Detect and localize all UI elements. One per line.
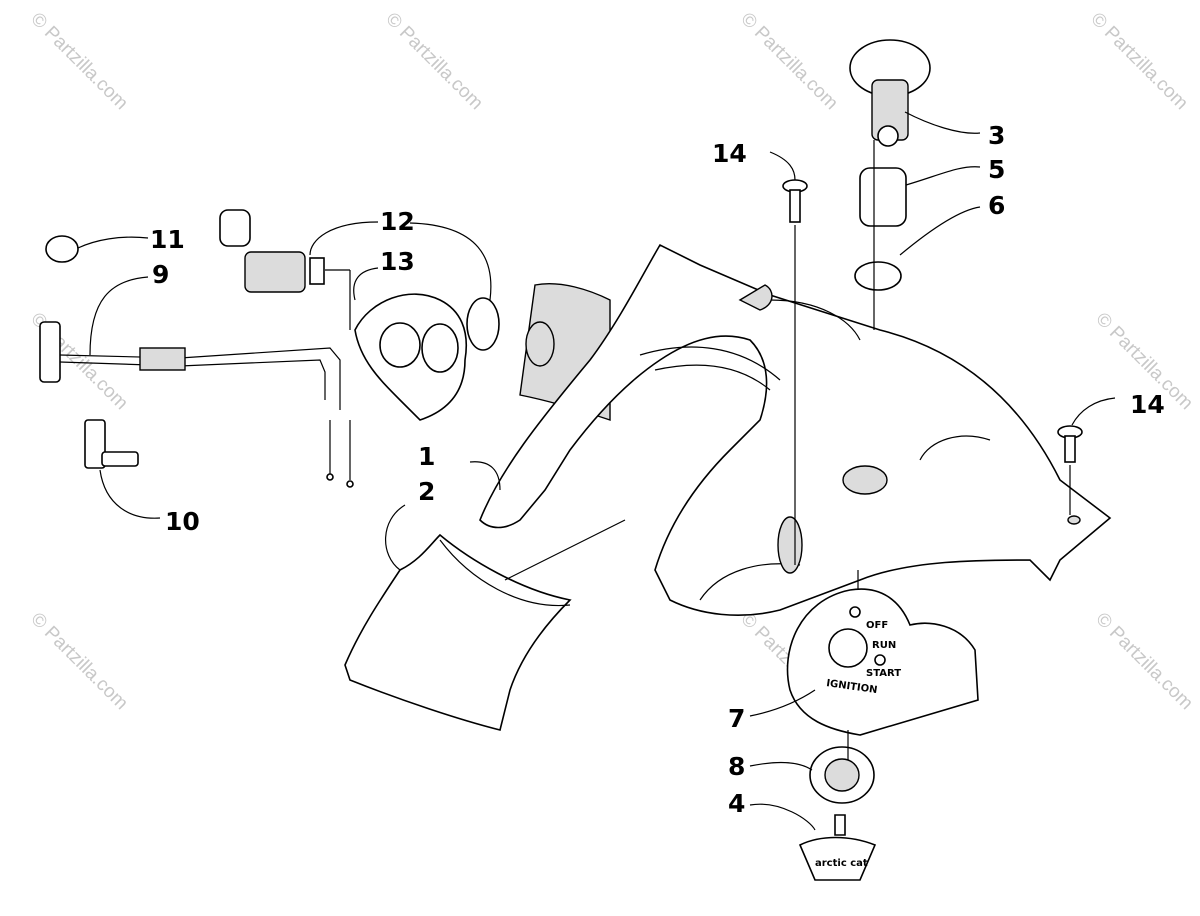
callout-numbers: 1 2 3 4 5 6 7 8 9 10 11 12 13 14 14 <box>150 121 1165 818</box>
ignition-switch-part <box>849 39 931 330</box>
callout-14-top: 14 <box>712 139 747 168</box>
watermark: © Partzilla.com <box>1091 609 1196 714</box>
ignition-plate-part: OFF RUN START IGNITION <box>786 588 979 736</box>
callout-1: 1 <box>418 442 435 471</box>
watermark: © Partzilla.com <box>26 9 131 114</box>
callout-5: 5 <box>988 155 1005 184</box>
power-outlet-part <box>219 209 500 421</box>
ignition-nut-key-part: arctic cat <box>798 570 877 881</box>
callout-12: 12 <box>380 207 415 236</box>
callout-10: 10 <box>165 507 200 536</box>
watermark: © Partzilla.com <box>381 9 486 114</box>
ignition-off-label: OFF <box>866 620 888 631</box>
throttle-cable-part <box>39 235 354 488</box>
callout-4: 4 <box>728 789 745 818</box>
lower-shroud-part <box>344 519 626 731</box>
callout-9: 9 <box>152 260 169 289</box>
watermark: © Partzilla.com <box>736 9 841 114</box>
ignition-start-label: START <box>866 668 901 679</box>
key-logo: arctic cat <box>815 858 868 869</box>
callout-11: 11 <box>150 225 185 254</box>
callout-14-right: 14 <box>1130 390 1165 419</box>
callout-8: 8 <box>728 752 745 781</box>
watermark: © Partzilla.com <box>1086 9 1191 114</box>
callout-3: 3 <box>988 121 1005 150</box>
leader-lines <box>77 111 1116 831</box>
ignition-run-label: RUN <box>872 640 896 651</box>
callout-7: 7 <box>728 704 745 733</box>
callout-6: 6 <box>988 191 1005 220</box>
screw-parts <box>782 179 1083 565</box>
watermark: © Partzilla.com <box>26 609 131 714</box>
callout-13: 13 <box>380 247 415 276</box>
callout-2: 2 <box>418 477 435 506</box>
